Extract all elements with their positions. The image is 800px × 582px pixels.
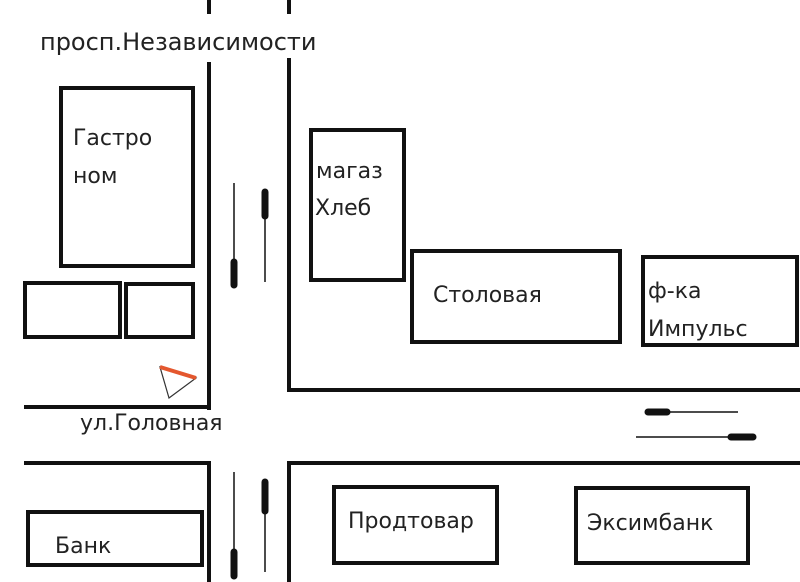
building-bread-shop <box>309 128 406 282</box>
factory-label-1: ф-ка <box>648 279 702 304</box>
gastronom-label-1: Гастро <box>73 126 152 151</box>
street-label: ул.Головная <box>80 411 223 436</box>
building-gastronom <box>59 86 195 268</box>
buildings <box>23 86 799 567</box>
avenue-label: просп.Независимости <box>40 28 317 56</box>
building-bank <box>26 510 204 567</box>
building-canteen <box>410 249 622 344</box>
building-factory <box>641 255 799 347</box>
building-small-right <box>124 282 195 339</box>
factory-label-2: Импульс <box>648 317 748 342</box>
bread-shop-label-2: Хлеб <box>315 196 371 221</box>
bread-shop-label-1: магаз <box>316 159 383 184</box>
eximbank-label: Эксимбанк <box>587 511 713 536</box>
building-prodtovar <box>332 485 499 565</box>
prodtovar-label: Продтовар <box>348 509 474 534</box>
viewpoint-triangle-icon <box>159 365 198 399</box>
building-small-left <box>23 281 122 339</box>
traffic-lanes <box>230 183 757 580</box>
bank-label: Банк <box>55 534 111 559</box>
labels: просп.Независимости ул.Головная Гастро н… <box>40 16 748 559</box>
gastronom-label-2: ном <box>73 164 117 189</box>
canteen-label: Столовая <box>433 283 542 308</box>
building-eximbank <box>574 486 750 565</box>
road-edges <box>24 0 800 582</box>
